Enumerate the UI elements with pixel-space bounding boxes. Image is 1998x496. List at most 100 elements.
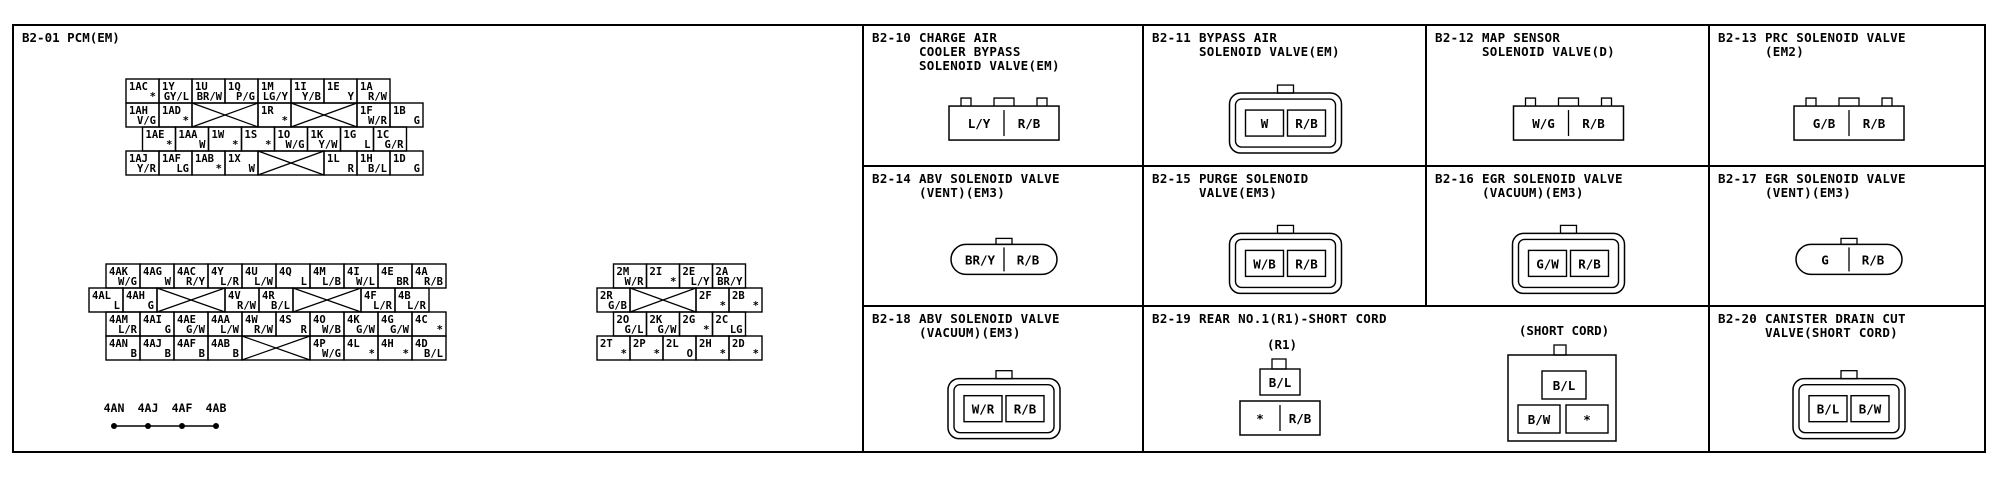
pcm-pin-cell: 2D* [728, 335, 763, 361]
pin-wire-color: L/R [373, 300, 393, 312]
pcm-pinout-svg: 1AC*1YGY/L1UBR/W1QP/G1MLG/Y1IY/B1EY1AR/W… [88, 78, 763, 429]
pin-wire-color: G/W [390, 324, 410, 336]
pin-number: 1W [212, 129, 225, 141]
connector-latch [1840, 237, 1858, 246]
pin-wire-color: G/R [385, 139, 405, 151]
pcm-pin-cell: 1DG [389, 150, 424, 176]
pin-number: 1AH [129, 105, 148, 117]
pin-number: 4P [313, 338, 326, 350]
connector-title: B2-10 CHARGE AIR COOLER BYPASS SOLENOID … [872, 30, 1060, 73]
pin-wire-color: G/W [658, 324, 678, 336]
pin-number: 1X [228, 153, 241, 165]
pin-number: 1L [327, 153, 340, 165]
pcm-pin-cell: 1AD* [158, 102, 193, 128]
pin-number: 4AK [109, 266, 129, 278]
pin-number: 2P [633, 338, 646, 350]
connector-latch [1276, 224, 1295, 235]
pin-wire-color: B/W [1859, 402, 1882, 417]
pcm-pin-cell: 4SR [275, 311, 311, 337]
pin-number: 4B [398, 290, 411, 302]
pin-frame [1244, 109, 1285, 137]
pin-wire-color: R/B [1289, 411, 1312, 426]
cavity-cross-line [629, 287, 697, 313]
pcm-pin-cell: 1AC* [125, 78, 160, 104]
pin-wire-color: B/L [1817, 402, 1840, 417]
pin-wire-color: R/B [1014, 402, 1037, 417]
pcm-pin-cell: 2G* [678, 311, 714, 337]
connector-cell-b2-14: B2-14 ABV SOLENOID VALVE (VENT)(EM3)BR/Y… [862, 165, 1142, 305]
pin-number: 4D [415, 338, 428, 350]
pcm-pin-cell: 4PW/G [309, 335, 345, 361]
pin-wire-color: L [114, 300, 120, 312]
pin-frame [1808, 394, 1848, 423]
pin-wire-color: R/B [1582, 116, 1605, 131]
pin-wire-color: * [753, 300, 759, 312]
pin-number: 4AM [109, 314, 128, 326]
pin-wire-color: R/Y [186, 276, 206, 288]
connector-housing [1507, 354, 1617, 442]
pin-number: 1Q [228, 81, 241, 93]
connector-housing [1239, 400, 1321, 436]
pin-number: 2I [650, 266, 663, 278]
pin-number: 1R [261, 105, 274, 117]
cavity-cross-line [191, 102, 259, 128]
pin-number: 4AI [143, 314, 162, 326]
ground-jumper-label: 4AN [104, 401, 125, 415]
pin-number: 2M [617, 266, 630, 278]
connector-title: B2-14 ABV SOLENOID VALVE (VENT)(EM3) [872, 171, 1060, 200]
pin-number: 4S [279, 314, 292, 326]
pcm-pin-cell: 1AR/W [356, 78, 391, 104]
ground-jumper-label: 4AB [206, 401, 227, 415]
pin-wire-color: * [437, 324, 443, 336]
pin-wire-color: B/L [368, 163, 387, 175]
pin-number: 2T [600, 338, 613, 350]
connector-title: B2-20 CANISTER DRAIN CUT VALVE(SHORT COR… [1718, 311, 1906, 340]
pin-frame [1244, 249, 1285, 278]
pcm-pin-cell: 1IY/B [290, 78, 325, 104]
pin-number: 2B [732, 290, 745, 302]
connector-face-svg: B/L B/W [1792, 370, 1906, 440]
connector-cell-b2-16: B2-16 EGR SOLENOID VALVE (VACUUM)(EM3)G/… [1425, 165, 1708, 305]
pin-number: 4E [381, 266, 394, 278]
cavity-cross-line [241, 335, 311, 361]
pin-number: 2R [600, 290, 613, 302]
pin-wire-color: * [369, 348, 375, 360]
pin-wire-color: * [621, 348, 627, 360]
pin-number: 1E [327, 81, 340, 93]
pin-number: 4K [347, 314, 360, 326]
pin-wire-color: B/W [1528, 412, 1551, 427]
pin-wire-color: R/W [254, 324, 274, 336]
pin-wire-color: W/R [972, 402, 995, 417]
connector-inner-wall [1517, 238, 1620, 289]
pin-number: 1B [393, 105, 406, 117]
pin-number: 1Y [162, 81, 175, 93]
connector-latch [1840, 370, 1858, 380]
pcm-pin-cell: 1BG [389, 102, 424, 128]
pcm-pin-cell: 4WR/W [241, 311, 277, 337]
pcm-pin-cell: 4BL/R [394, 287, 430, 313]
pin-wire-color: * [282, 115, 288, 127]
connector-cell-b2-10: B2-10 CHARGE AIR COOLER BYPASS SOLENOID … [862, 24, 1142, 165]
pcm-pin-cell: 2OG/L [612, 311, 648, 337]
pin-frame [411, 335, 447, 361]
pin-wire-color: * [183, 115, 189, 127]
ground-jumper-label: 4AF [172, 401, 193, 415]
pin-wire-color: * [1583, 412, 1591, 427]
pin-number: 4V [228, 290, 241, 302]
pcm-pin-cell: 2P* [629, 335, 664, 361]
pin-number: 2O [617, 314, 630, 326]
pin-wire-color: W/R [625, 276, 645, 288]
